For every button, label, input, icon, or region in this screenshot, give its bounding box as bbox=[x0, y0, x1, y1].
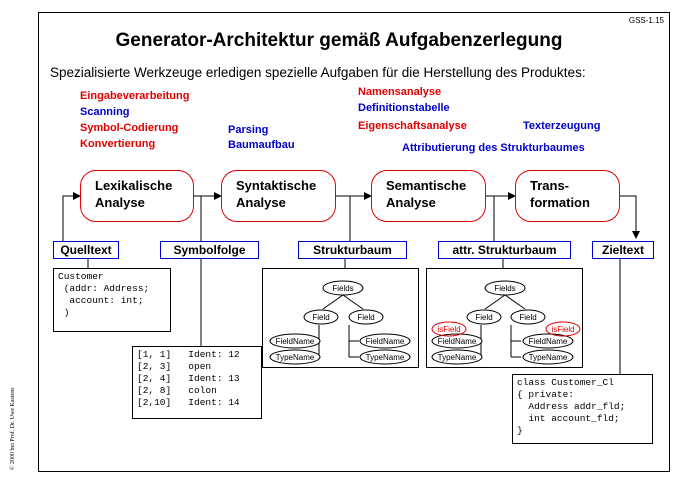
token-line: [1, 1] Ident: 12 bbox=[137, 349, 240, 360]
code-line: account: int; bbox=[58, 295, 144, 306]
phase-label: Lexikalische bbox=[95, 178, 173, 193]
phase-semantic-analysis: Semantische Analyse bbox=[371, 170, 486, 222]
target-code-box: class Customer_Cl { private: Address add… bbox=[512, 374, 653, 444]
phase-transformation: Trans- formation bbox=[515, 170, 620, 222]
slide-subtitle: Spezialisierte Werkzeuge erledigen spezi… bbox=[50, 65, 586, 80]
code-line: int account_fld; bbox=[517, 413, 620, 424]
task-label: Definitionstabelle bbox=[358, 102, 450, 114]
token-line: [2, 8] colon bbox=[137, 385, 217, 396]
task-label: Texterzeugung bbox=[523, 120, 601, 132]
tree-node-fieldname: FieldName bbox=[276, 337, 315, 346]
token-list-box: [1, 1] Ident: 12 [2, 3] open [2, 4] Iden… bbox=[132, 346, 262, 419]
structure-tree: Fields Field Field FieldName TypeName Fi… bbox=[269, 280, 411, 365]
code-line: (addr: Address; bbox=[58, 283, 150, 294]
copyright-notice: © 2000 bei Prof. Dr. Uwe Kastens bbox=[10, 387, 16, 470]
tree-node-typename: TypeName bbox=[276, 353, 315, 362]
slide-title: Generator-Architektur gemäß Aufgabenzerl… bbox=[115, 30, 563, 51]
phase-label: Semantische bbox=[386, 178, 467, 193]
task-label: Konvertierung bbox=[80, 138, 156, 150]
code-line: Address addr_fld; bbox=[517, 401, 626, 412]
task-label: Scanning bbox=[80, 106, 130, 118]
phase-lexical-analysis: Lexikalische Analyse bbox=[80, 170, 194, 222]
task-label: Attributierung des Strukturbaumes bbox=[402, 142, 585, 154]
tree-node-fieldname: FieldName bbox=[438, 337, 477, 346]
slide-frame bbox=[38, 12, 670, 472]
tree-node-fieldname: FieldName bbox=[529, 337, 568, 346]
tree-node-root: Fields bbox=[494, 284, 515, 293]
edge-source-to-lexical bbox=[62, 192, 81, 242]
attributed-tree: Fields Field Field FieldName TypeName Fi… bbox=[431, 280, 581, 365]
task-label: Baumaufbau bbox=[228, 139, 295, 151]
phase-label: Analyse bbox=[386, 195, 436, 210]
task-label: Parsing bbox=[228, 124, 269, 136]
edge-transform-to-target bbox=[620, 195, 640, 239]
source-code-box: Customer (addr: Address; account: int; ) bbox=[53, 268, 171, 332]
phase-label: Trans- bbox=[530, 178, 570, 193]
task-label: Eigenschaftsanalyse bbox=[358, 120, 467, 132]
data-label-source: Quelltext bbox=[53, 241, 119, 259]
data-label-tree: Strukturbaum bbox=[298, 241, 407, 259]
tree-node-typename: TypeName bbox=[438, 353, 477, 362]
data-label-target: Zieltext bbox=[592, 241, 654, 259]
tree-node-typename: TypeName bbox=[529, 353, 568, 362]
token-line: [2,10] Ident: 14 bbox=[137, 397, 240, 408]
attribute-isfield: isField bbox=[437, 325, 460, 334]
phase-label: Analyse bbox=[236, 195, 286, 210]
code-line: class Customer_Cl bbox=[517, 377, 614, 388]
attribute-isfield: isField bbox=[551, 325, 574, 334]
tree-node-field: Field bbox=[519, 313, 536, 322]
token-line: [2, 3] open bbox=[137, 361, 212, 372]
structure-tree-box: Fields Field Field FieldName TypeName Fi… bbox=[262, 268, 419, 368]
data-label-attr-tree: attr. Strukturbaum bbox=[438, 241, 571, 259]
phase-label: formation bbox=[530, 195, 590, 210]
task-label: Eingabeverarbeitung bbox=[80, 90, 190, 102]
code-line: Customer bbox=[58, 271, 104, 282]
phase-syntactic-analysis: Syntaktische Analyse bbox=[221, 170, 336, 222]
code-line: ) bbox=[58, 307, 70, 318]
token-line: [2, 4] Ident: 13 bbox=[137, 373, 240, 384]
phase-label: Analyse bbox=[95, 195, 145, 210]
phase-label: Syntaktische bbox=[236, 178, 317, 193]
slide-id: GSS-1.15 bbox=[628, 16, 664, 25]
tree-node-field: Field bbox=[357, 313, 374, 322]
tree-node-typename: TypeName bbox=[366, 353, 405, 362]
task-label: Namensanalyse bbox=[358, 86, 442, 98]
code-line: { private: bbox=[517, 389, 575, 400]
task-label: Symbol-Codierung bbox=[80, 122, 179, 134]
tree-node-field: Field bbox=[312, 313, 329, 322]
data-label-tokens: Symbolfolge bbox=[160, 241, 259, 259]
tree-node-root: Fields bbox=[332, 284, 353, 293]
code-line: } bbox=[517, 425, 523, 436]
tree-node-fieldname: FieldName bbox=[366, 337, 405, 346]
attributed-tree-box: Fields Field Field FieldName TypeName Fi… bbox=[426, 268, 583, 368]
tree-node-field: Field bbox=[475, 313, 492, 322]
